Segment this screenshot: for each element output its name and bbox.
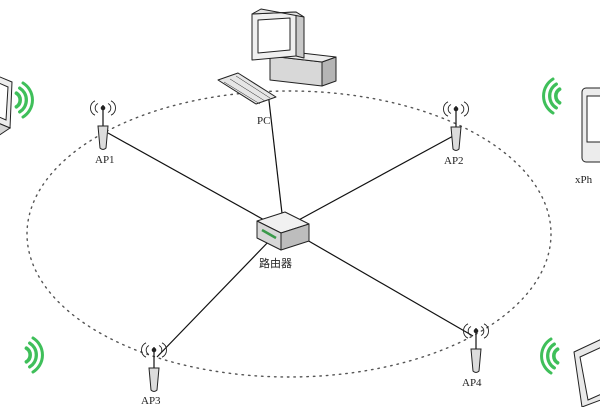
- wifi-signal-icon-right: [542, 77, 562, 115]
- link-router-pc: [267, 91, 284, 223]
- xphone-label: xPh: [575, 174, 593, 186]
- link-router-ap3: [156, 237, 273, 358]
- ap3-antenna-icon: [141, 342, 167, 392]
- wifi-signal-icon-bottom-right: [540, 337, 560, 375]
- router-label: 路由器: [259, 257, 292, 270]
- coverage-ring: [26, 90, 552, 378]
- wifi-signal-icon-left: [14, 81, 34, 119]
- laptop-icon-bottom-right: [573, 339, 600, 407]
- ap1-antenna-icon: [90, 100, 116, 150]
- links: [107, 91, 474, 358]
- ap4-antenna-icon: [463, 323, 489, 373]
- access-points: [90, 100, 489, 392]
- wifi-signal-icon-bottom-left: [24, 336, 44, 374]
- wifi-signals: [14, 77, 562, 375]
- ap1-label: AP1: [95, 154, 115, 166]
- link-router-ap1: [107, 132, 276, 227]
- pc-label: PC: [257, 115, 271, 127]
- link-router-ap4: [299, 235, 474, 337]
- link-router-ap2: [294, 134, 456, 223]
- phone-icon-right: [581, 87, 600, 163]
- ap4-label: AP4: [462, 377, 482, 389]
- ap3-label: AP3: [141, 395, 161, 407]
- router-icon: [256, 211, 310, 251]
- ap2-label: AP2: [444, 155, 464, 167]
- ap2-antenna-icon: [443, 101, 469, 151]
- pc-icon: [217, 8, 337, 105]
- laptop-icon-left: [0, 76, 13, 136]
